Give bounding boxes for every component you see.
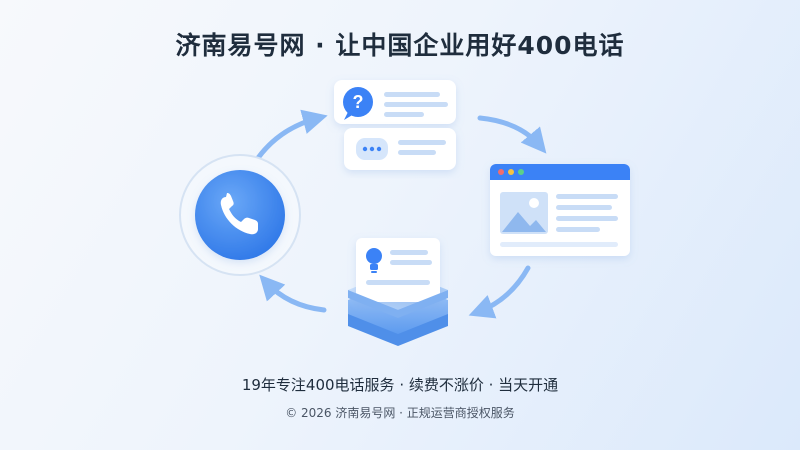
stack-icon (348, 238, 448, 346)
phone-icon (220, 193, 258, 235)
lightbulb-icon (366, 248, 382, 273)
browser-window-icon (490, 164, 630, 256)
image-icon (500, 192, 548, 234)
cycle-arrows (255, 109, 547, 319)
phone-badge (179, 154, 301, 276)
arrow-bottom-right (468, 265, 531, 319)
arrow-top-left (255, 109, 328, 161)
arrow-bottom-left (259, 274, 327, 313)
chat-dots-icon (356, 138, 388, 160)
tagline: 19年专注400电话服务 · 续费不涨价 · 当天开通 (241, 376, 559, 394)
question-icon: ? (343, 87, 373, 120)
copyright-text: © 2026 济南易号网 · 正规运营商授权服务 (285, 406, 515, 420)
page-title: 济南易号网 · 让中国企业用好400电话 (175, 31, 625, 60)
svg-text:?: ? (353, 92, 364, 112)
arrow-top-right (477, 115, 547, 154)
chat-cards: ? (334, 80, 456, 170)
